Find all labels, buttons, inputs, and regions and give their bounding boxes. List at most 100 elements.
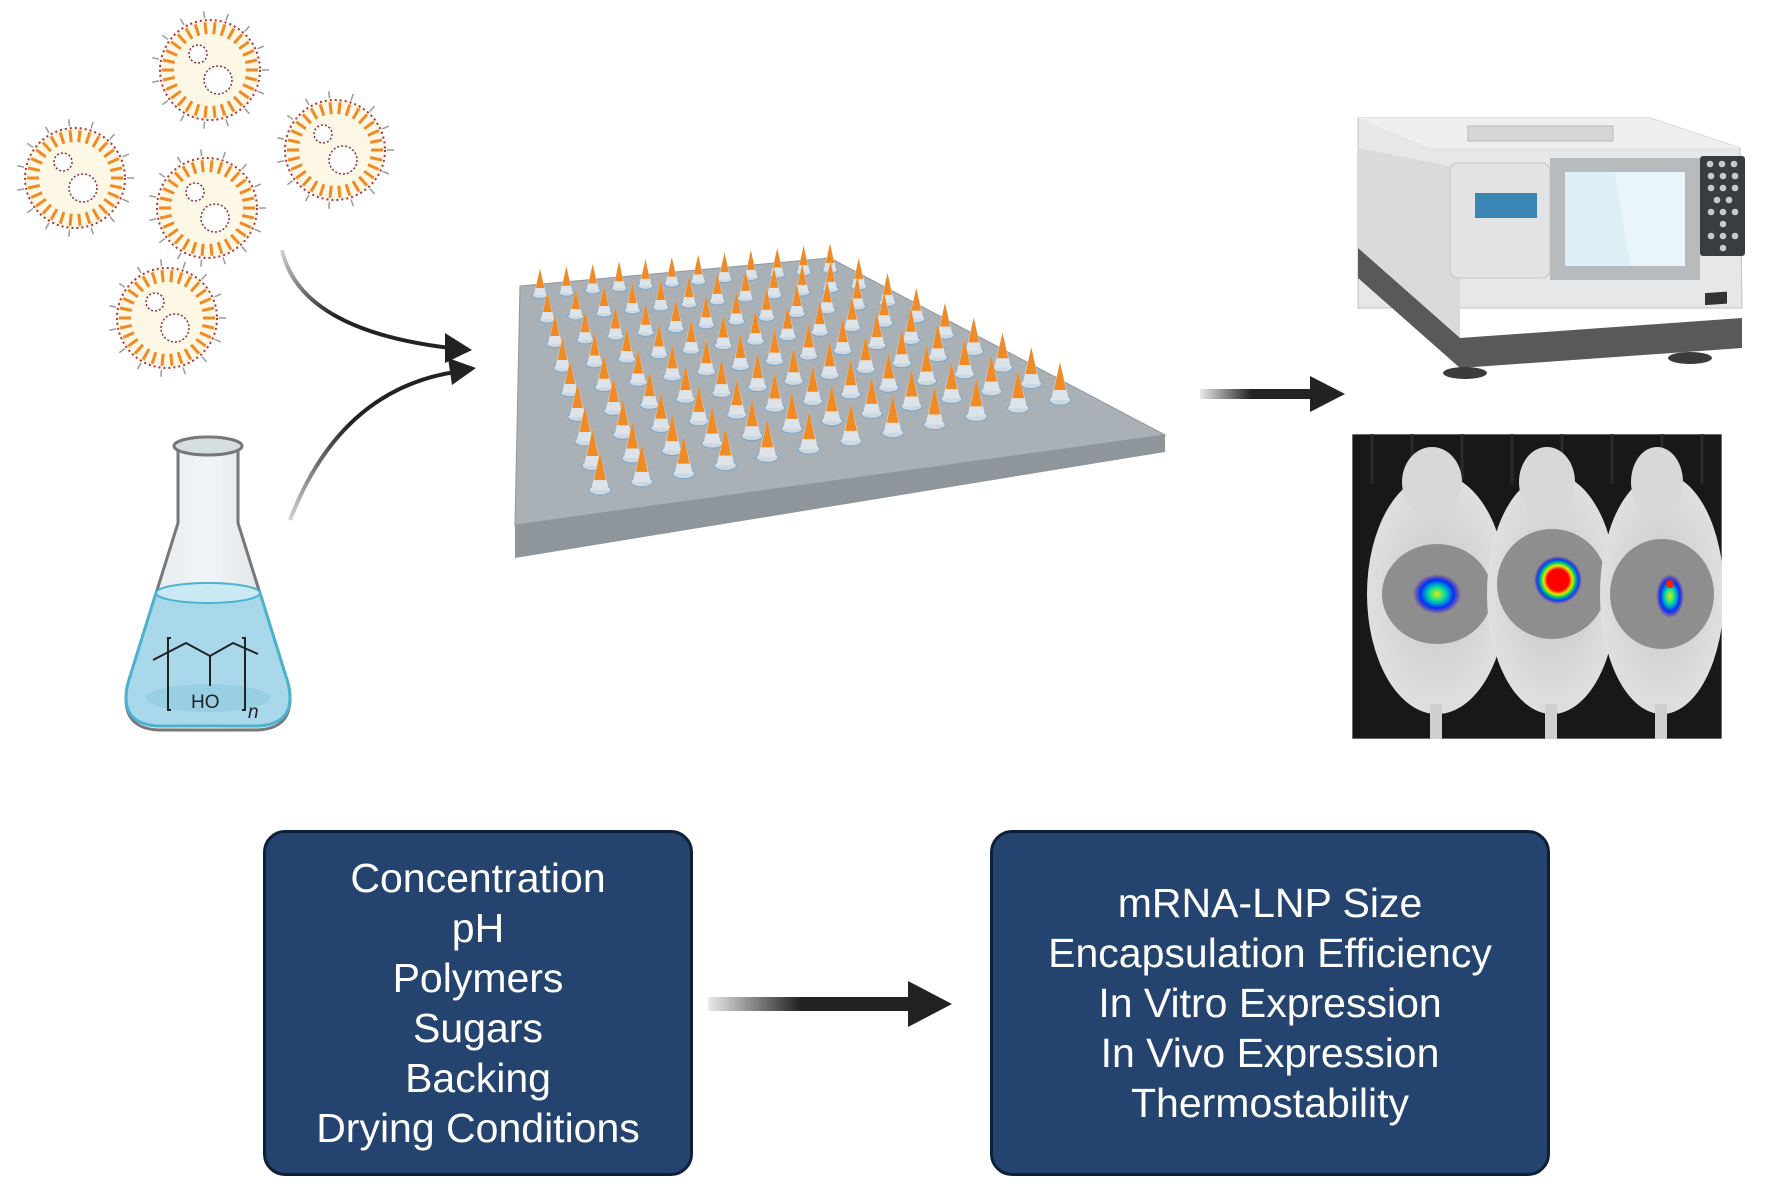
keypad-button [1719,172,1727,180]
microneedle [780,391,804,434]
merge-arrows [280,249,476,521]
microneedle [940,362,963,404]
lipid-nanoparticle-icon [149,149,266,267]
display-panel [1475,193,1537,218]
keypad-button [1707,208,1715,216]
microneedle [757,288,776,322]
microneedle [672,435,696,480]
microneedle [963,317,985,357]
microneedle [697,295,716,330]
keypad-button [1719,244,1727,252]
arrow-from-flask [288,370,456,521]
pva-structure [152,637,259,711]
keypad-button [1730,160,1738,168]
keypad-button [1707,232,1715,240]
microneedle [783,347,804,387]
microneedle [764,372,786,413]
arrow-to-analysis [1200,376,1345,412]
keypad-button [1707,172,1715,180]
microneedle [623,282,641,315]
microneedle [696,339,717,377]
microneedle [747,353,768,392]
arrow-parameters-to-outcomes [708,981,952,1027]
microneedle [855,335,876,375]
microneedle [708,273,726,306]
erlenmeyer-flask-icon: HO n [124,435,292,732]
keypad-button [1725,196,1733,204]
microneedle [764,328,785,366]
microneedle [675,365,696,404]
microneedle [900,369,923,412]
microneedle [636,303,655,337]
microneedle [953,339,976,380]
microneedle [584,263,601,295]
microneedle [637,259,654,290]
microneedle [726,379,748,420]
lipid-nanoparticle-cluster [17,11,394,377]
microneedle [688,385,710,427]
microneedle [832,318,853,356]
microneedle [538,291,557,324]
keypad-button [1719,184,1727,192]
keypad-button [1719,232,1727,240]
microneedle [560,360,580,398]
microneedle [666,299,685,334]
microneedle [935,302,955,340]
microneedle [595,285,613,318]
microneedle [1006,370,1030,414]
microneedle [628,349,649,387]
microneedle [553,337,572,373]
outcome-in-vivo: In Vivo Expression [1100,1030,1440,1076]
microneedle [839,402,863,447]
microneedle [840,359,862,400]
microneedle [661,414,684,457]
microneedle [923,386,947,431]
microneedle [980,354,1003,397]
microneedle [1048,362,1072,406]
param-ph: pH [451,905,505,951]
keypad-button [1731,172,1739,180]
keypad-button [1731,208,1739,216]
param-polymers: Polymers [392,955,564,1001]
microneedle [594,354,614,393]
microneedle [649,323,669,360]
keypad-button [1718,160,1726,168]
arrow-head-lnp [445,333,472,363]
microneedle [689,254,707,286]
microneedle [650,392,672,433]
microneedle [797,411,821,455]
mouse-1 [1367,447,1507,739]
microneedle [727,291,746,326]
outcome-size: mRNA-LNP Size [1117,880,1423,926]
microneedle [778,305,798,342]
microneedle [1020,347,1043,390]
microneedle [711,359,732,398]
mouse-3 [1600,447,1722,739]
microneedle [585,332,605,369]
keypad-button [1713,196,1721,204]
microneedle [639,371,660,410]
param-drying-conditions: Drying Conditions [316,1105,640,1151]
microneedle [991,332,1014,373]
param-concentration: Concentration [350,855,606,901]
microneedle [612,399,634,440]
evaluation-outcomes-box: mRNA-LNP Size Encapsulation Efficiency I… [990,830,1550,1176]
plate-reader-icon [1357,117,1745,379]
microneedle [927,323,948,363]
keypad-button [1706,160,1714,168]
mouse-2 [1487,447,1617,739]
microneedle [610,261,628,293]
microneedle [713,314,733,351]
lipid-nanoparticle-icon [17,119,134,237]
microneedle [680,276,698,309]
microneedle [603,377,624,416]
microneedle [866,313,887,351]
arrow-head-flask [448,358,476,385]
microneedle [964,378,988,422]
microneedle [860,376,883,419]
microneedle [787,284,806,319]
microneedle-array-icon [514,243,1167,558]
microneedle [558,266,575,297]
microneedle [630,443,654,488]
microneedle [819,341,840,381]
